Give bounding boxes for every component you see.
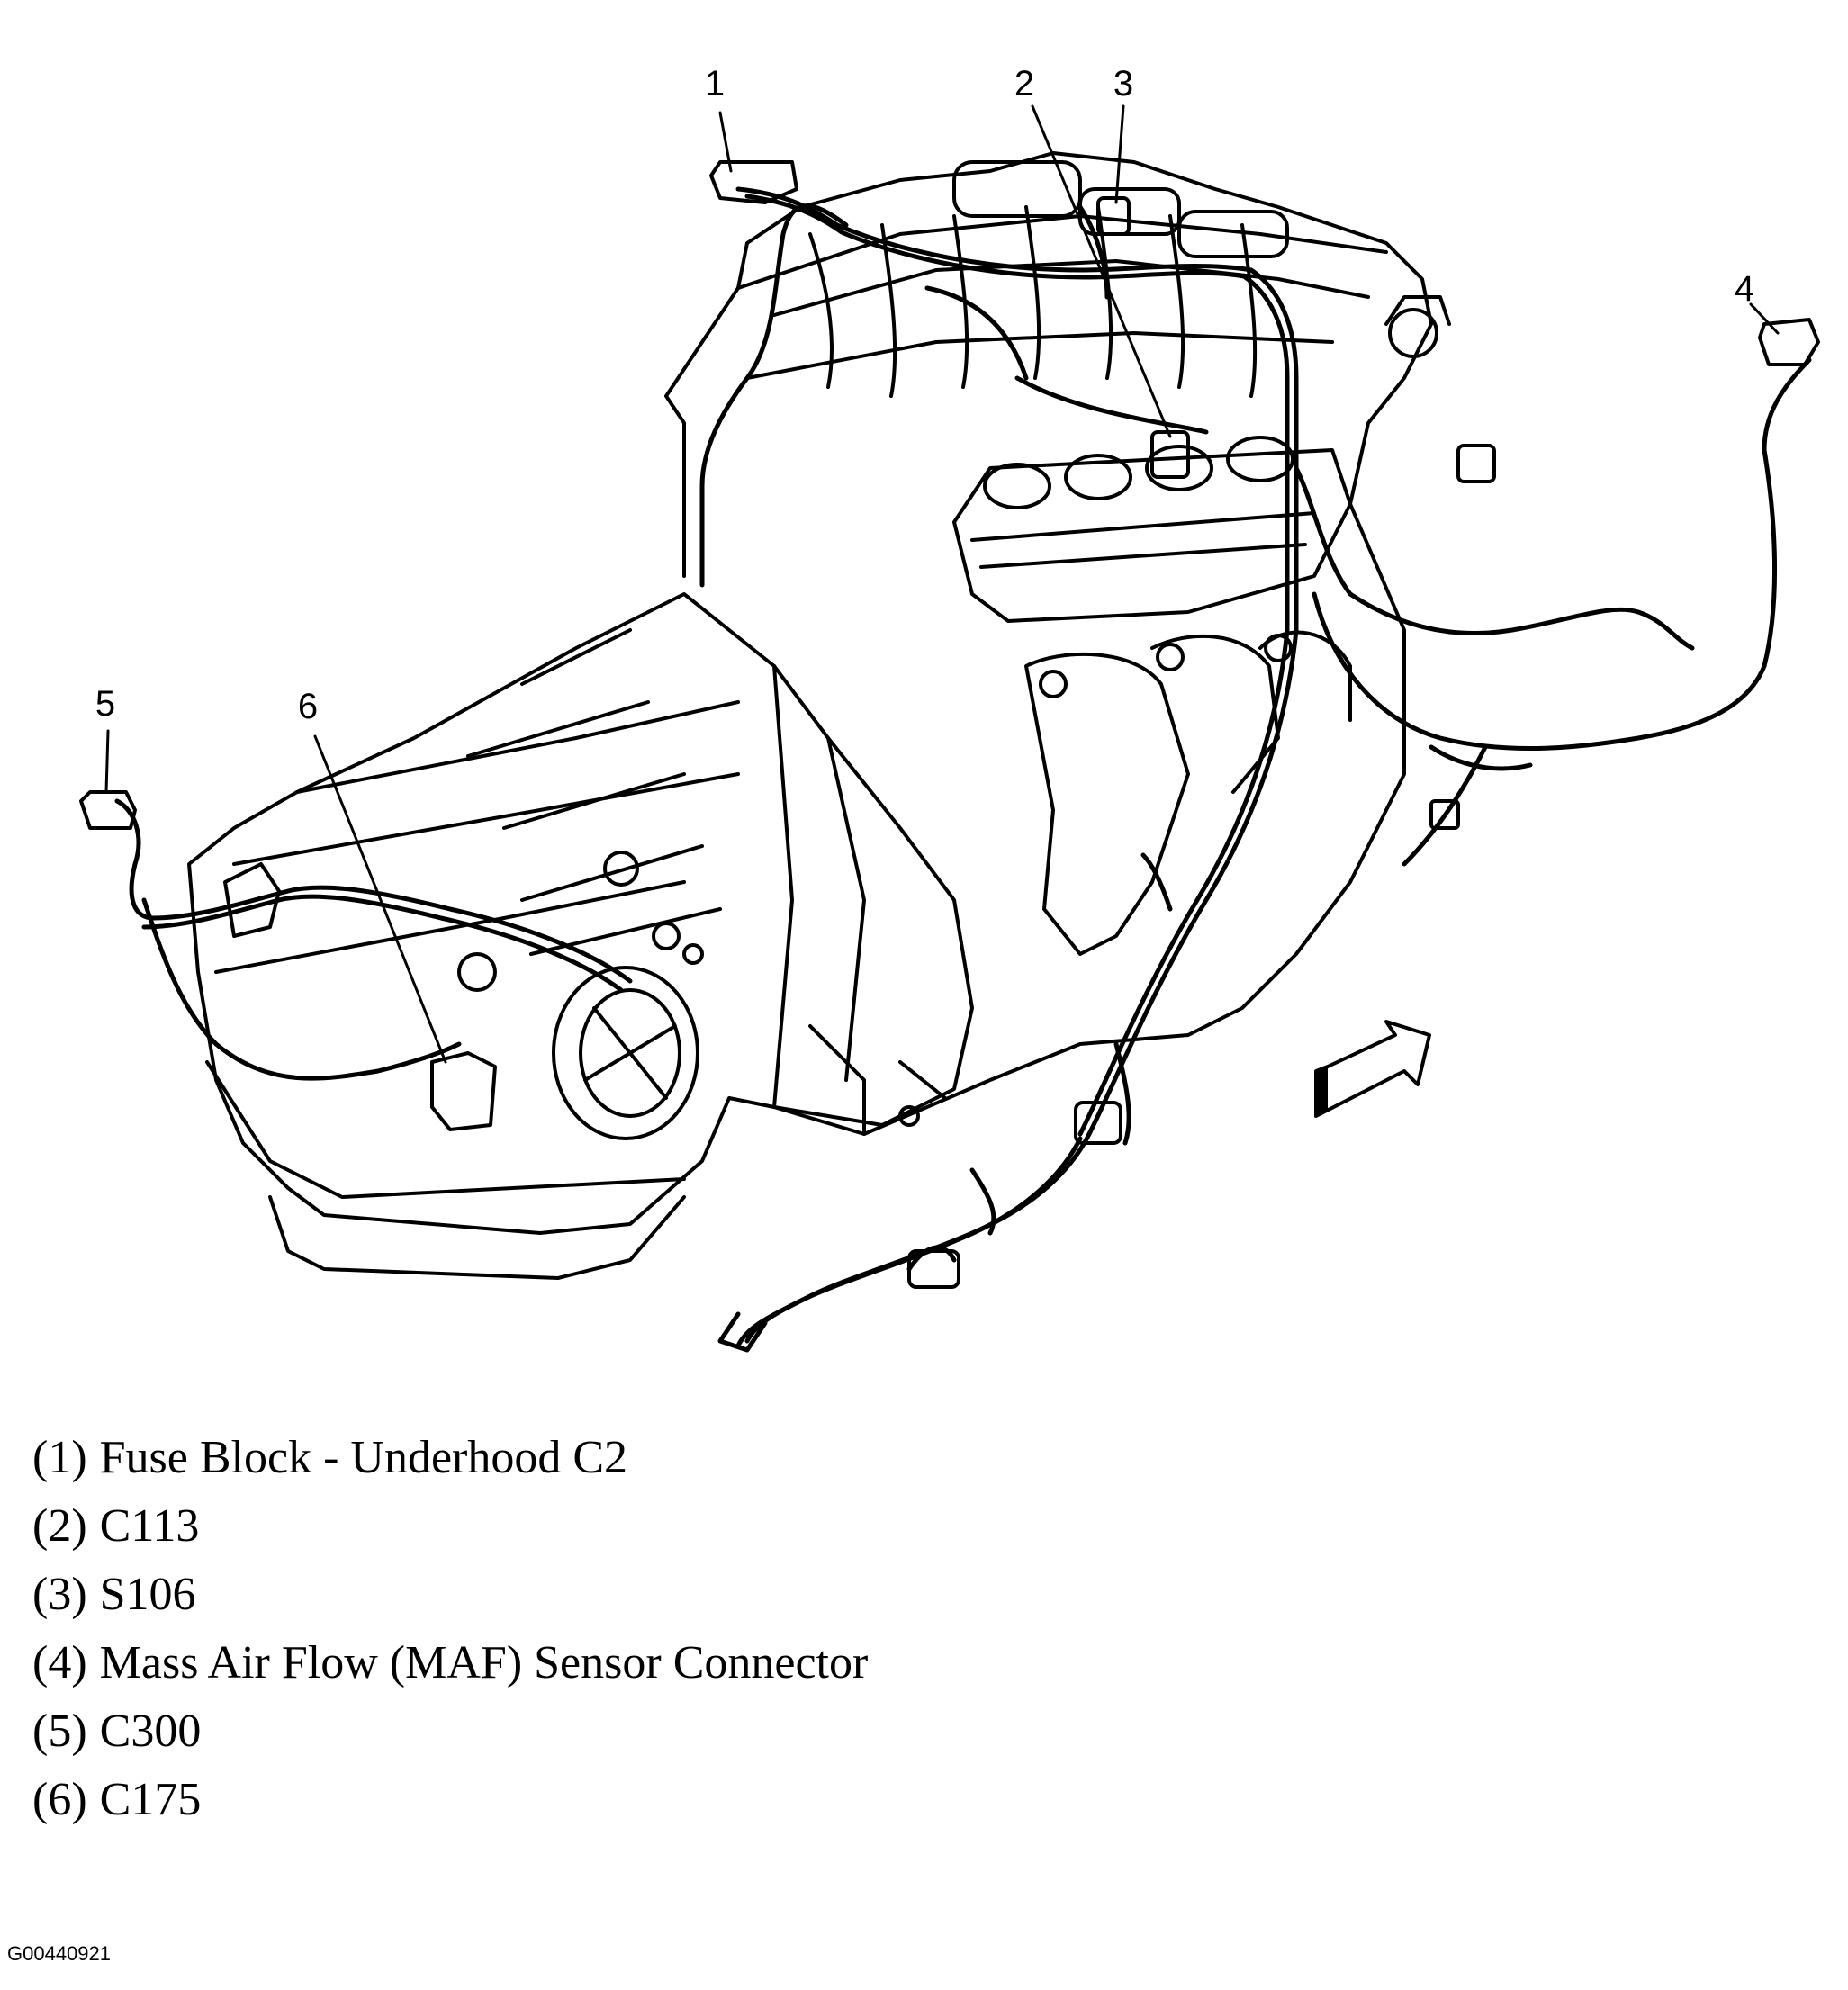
connector-1-fuse-block xyxy=(709,160,798,204)
legend-item: (3)S106 xyxy=(32,1561,868,1629)
exhaust-manifold xyxy=(1024,630,1352,956)
callout-4: 4 xyxy=(1735,269,1754,309)
connector-4-maf xyxy=(1758,318,1820,366)
legend-item: (5)C300 xyxy=(32,1697,868,1766)
engine-harness-diagram: 1 2 3 4 5 6 xyxy=(79,64,1820,1353)
connector-6-c175 xyxy=(430,1051,497,1131)
legend-number: (4) xyxy=(32,1637,87,1688)
connector-3-s106 xyxy=(1096,196,1131,236)
legend-item: (6)C175 xyxy=(32,1766,868,1834)
bell-housing xyxy=(552,966,947,1140)
legend-number: (2) xyxy=(32,1500,87,1552)
legend-text: S106 xyxy=(99,1569,196,1620)
legend-number: (1) xyxy=(32,1432,87,1483)
callout-5: 5 xyxy=(95,684,115,724)
callout-legend: (1)Fuse Block - Underhood C2 (2)C113 (3)… xyxy=(32,1424,868,1834)
front-direction-arrow xyxy=(1314,1020,1431,1118)
callout-1: 1 xyxy=(705,64,725,104)
legend-text: Fuse Block - Underhood C2 xyxy=(99,1432,628,1483)
callout-3: 3 xyxy=(1113,64,1133,104)
figure-id: G00440921 xyxy=(7,1942,111,1965)
connector-2-c113 xyxy=(1150,430,1190,479)
legend-item: (4)Mass Air Flow (MAF) Sensor Connector xyxy=(32,1629,868,1697)
valve-cover xyxy=(952,436,1352,623)
legend-text: Mass Air Flow (MAF) Sensor Connector xyxy=(99,1637,869,1688)
legend-text: C113 xyxy=(99,1500,200,1552)
transmission-housing xyxy=(187,592,974,1280)
legend-number: (6) xyxy=(32,1774,87,1825)
leader-lines xyxy=(104,104,1780,1064)
wiring-harness xyxy=(114,186,1812,1353)
callout-6: 6 xyxy=(298,687,318,726)
legend-item: (1)Fuse Block - Underhood C2 xyxy=(32,1424,868,1492)
callout-2: 2 xyxy=(1014,64,1034,104)
legend-text: C300 xyxy=(99,1706,202,1757)
connector-5-c300 xyxy=(79,790,137,830)
legend-text: C175 xyxy=(99,1774,202,1825)
legend-number: (3) xyxy=(32,1569,87,1620)
connectors xyxy=(79,160,1820,1289)
legend-number: (5) xyxy=(32,1706,87,1757)
legend-item: (2)C113 xyxy=(32,1492,868,1561)
